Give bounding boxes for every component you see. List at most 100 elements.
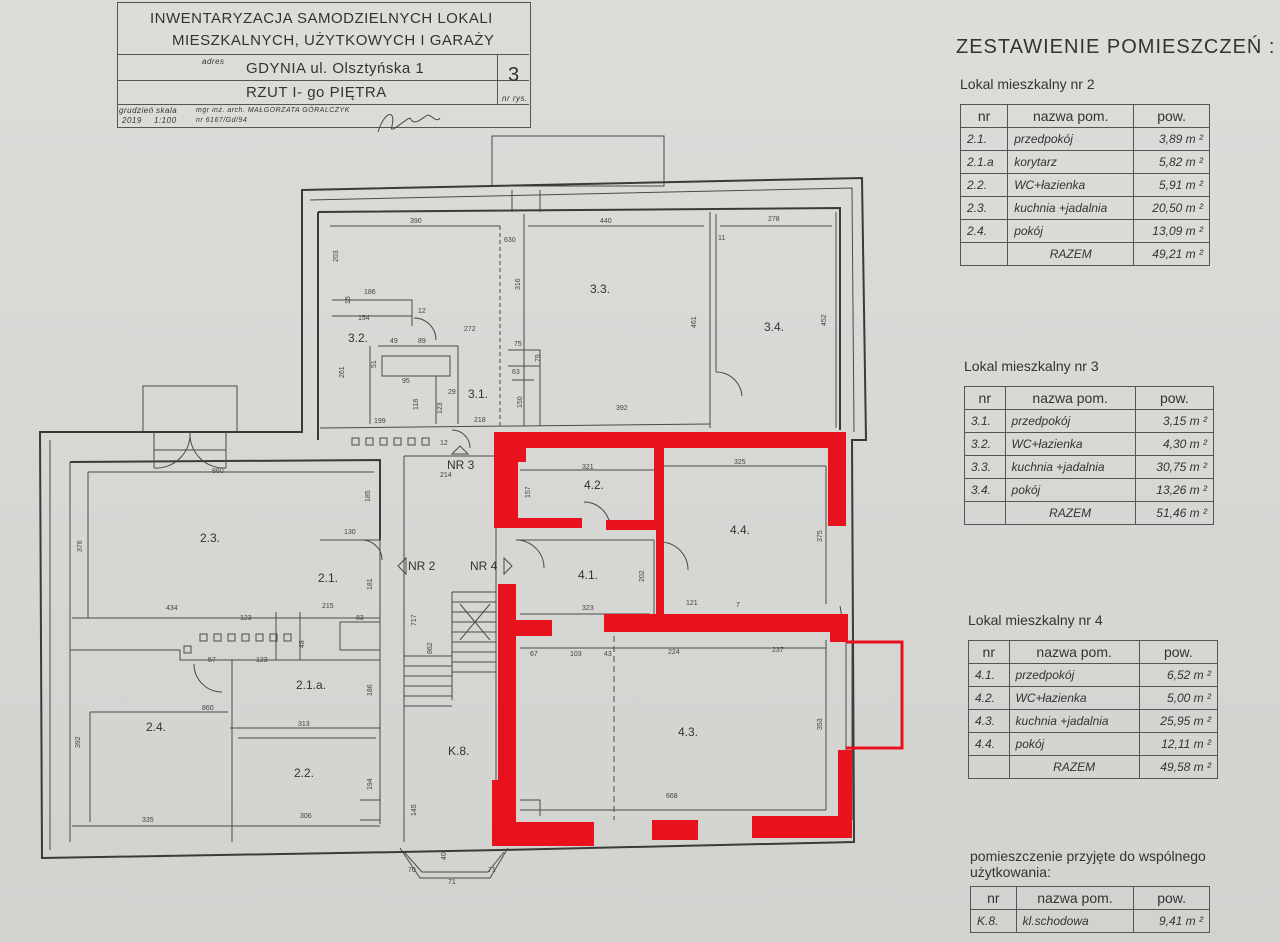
address-label: adres xyxy=(202,57,225,66)
signature xyxy=(377,114,441,133)
dimension-label: 75 xyxy=(514,341,522,348)
dimension-label: 11 xyxy=(718,235,725,242)
dimension-label: 29 xyxy=(448,389,456,396)
room-label: 2.3. xyxy=(200,531,220,545)
col-header-name: nazwa pom. xyxy=(1008,640,1140,664)
dimension-label: 717 xyxy=(411,614,418,626)
cell-area: 4,30 m ² xyxy=(1134,432,1215,456)
dimension-label: 862 xyxy=(427,642,434,654)
dimension-label: 186 xyxy=(367,684,374,696)
unit-marker-nr2: NR 2 xyxy=(408,559,436,573)
dimension-label: 83 xyxy=(356,615,364,622)
dimension-label: 668 xyxy=(666,793,678,800)
dimension-label: 103 xyxy=(570,651,582,658)
dimension-label: 89 xyxy=(418,338,426,345)
common-title-2: użytkowania: xyxy=(970,864,1051,880)
dimension-label: 218 xyxy=(474,417,486,424)
unit-title: Lokal mieszkalny nr 2 xyxy=(960,76,1095,92)
dimension-label: 71 xyxy=(488,867,496,874)
sheet-number: 3 xyxy=(508,64,520,86)
col-header-area: pow. xyxy=(1134,386,1215,410)
title-line-2: MIESZKALNYCH, UŻYTKOWYCH I GARAŻY xyxy=(172,32,495,49)
dimension-label: 316 xyxy=(515,278,522,290)
dimension-label: 63 xyxy=(512,369,520,376)
dimension-label: 321 xyxy=(582,464,594,471)
summary-heading: ZESTAWIENIE POMIESZCZEŃ : xyxy=(956,36,1276,58)
author: mgr inż. arch. MAŁGORZATA GÓRALCZYK xyxy=(196,107,350,114)
title-block-divider xyxy=(117,80,529,81)
dimension-label: 461 xyxy=(691,316,698,328)
cell-name: WC+łazienka xyxy=(1004,432,1136,456)
col-header-nr: nr xyxy=(968,640,1010,664)
dimension-label: 440 xyxy=(600,218,612,225)
date-label: grudzień xyxy=(119,106,154,115)
unit-marker-nr3: NR 3 xyxy=(447,458,475,472)
address: GDYNIA ul. Olsztyńska 1 xyxy=(246,60,425,77)
total-label: RAZEM xyxy=(1007,242,1135,266)
dimension-label: 157 xyxy=(525,486,532,498)
cell-nr: 2.4. xyxy=(959,219,1009,243)
cell-name: kuchnia +jadalnia xyxy=(1008,709,1140,733)
cell-nr: 4.1. xyxy=(968,663,1010,687)
cell-area: 12,11 m ² xyxy=(1138,732,1219,756)
cell-name: pokój xyxy=(1004,478,1136,502)
dimension-label: 7 xyxy=(736,602,740,609)
dimension-label: 123 xyxy=(437,402,444,414)
cell-name: przedpokój xyxy=(1004,409,1136,433)
dimension-label: 261 xyxy=(339,366,346,378)
col-header-name: nazwa pom. xyxy=(1015,886,1135,910)
dimension-label: 278 xyxy=(768,216,780,223)
title-line-1: INWENTARYZACJA SAMODZIELNYCH LOKALI xyxy=(150,10,493,27)
floor-title: RZUT I- go PIĘTRA xyxy=(246,84,387,101)
dimension-label: 434 xyxy=(166,605,178,612)
total-area: 49,21 m ² xyxy=(1133,242,1210,266)
dimension-label: 123 xyxy=(240,615,252,622)
room-label: 3.1. xyxy=(468,387,488,401)
cell-name: WC+łazienka xyxy=(1007,173,1135,197)
dimension-label: 392 xyxy=(616,405,628,412)
cell-area: 6,52 m ² xyxy=(1138,663,1219,687)
cell-area: 13,26 m ² xyxy=(1134,478,1215,502)
dimension-label: 194 xyxy=(367,778,374,790)
col-header-area: pow. xyxy=(1133,886,1210,910)
room-label: 2.2. xyxy=(294,766,314,780)
dimension-label: 272 xyxy=(464,326,476,333)
cell-name: kl.schodowa xyxy=(1015,909,1135,933)
dimension-label: 12 xyxy=(440,440,448,447)
cell-area: 3,15 m ² xyxy=(1134,409,1215,433)
total-label: RAZEM xyxy=(1008,755,1140,779)
dimension-label: 323 xyxy=(582,605,594,612)
dimension-label: 118 xyxy=(413,399,420,410)
total-area: 51,46 m ² xyxy=(1134,501,1215,525)
dimension-label: 95 xyxy=(402,378,410,385)
room-label: 4.4. xyxy=(730,523,750,537)
room-label: 4.1. xyxy=(578,568,598,582)
room-label: 2.1.a. xyxy=(296,678,326,692)
dimension-label: 67 xyxy=(530,651,538,658)
cell-nr: K.8. xyxy=(970,909,1017,933)
dimension-label: 375 xyxy=(817,530,824,542)
dimension-label: 335 xyxy=(142,817,154,824)
cell-area: 9,41 m ² xyxy=(1133,909,1210,933)
unit4-balcony xyxy=(846,640,904,750)
dimension-label: 145 xyxy=(411,804,418,816)
col-header-area: pow. xyxy=(1133,104,1210,128)
dimension-label: 150 xyxy=(517,396,524,408)
col-header-name: nazwa pom. xyxy=(1004,386,1136,410)
cell-area: 20,50 m ² xyxy=(1133,196,1210,220)
dimension-label: 353 xyxy=(817,718,824,730)
cell-area: 25,95 m ² xyxy=(1138,709,1219,733)
dimension-label: 237 xyxy=(772,647,784,654)
